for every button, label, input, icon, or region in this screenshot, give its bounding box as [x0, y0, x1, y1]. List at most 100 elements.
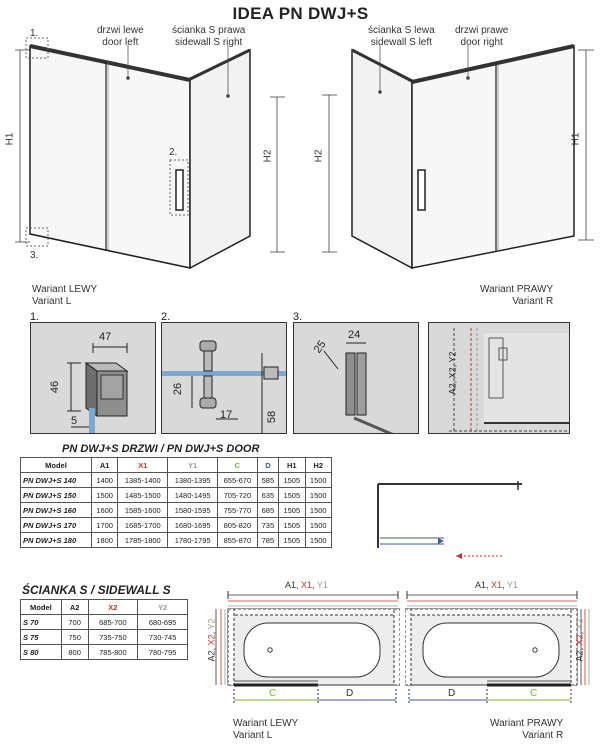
callout-2: 2. [169, 147, 178, 158]
side-table-title: ŚCIANKA S / SIDEWALL S [22, 583, 171, 597]
cell: 855-870 [217, 532, 258, 548]
cell: 1500 [304, 487, 333, 503]
cell-model: PN DWJ+S 170 [20, 517, 92, 533]
cabin-left-drawing [15, 37, 285, 270]
cell-model: PN DWJ+S 150 [20, 487, 92, 503]
table-row: PN DWJ+S 160 1600 1585-1600 1580-1595 75… [20, 502, 333, 518]
cell: 685 [256, 502, 280, 518]
dim-x2: X2 [574, 634, 585, 646]
bath-left-top-dim: A1, X1, Y1 [285, 579, 328, 591]
dim-a1: A1, [285, 580, 302, 590]
cell: 1500 [304, 532, 333, 548]
dim-h1-right: H1 [570, 132, 582, 146]
dim-x1: X1 [301, 580, 313, 590]
cell: 585 [256, 472, 280, 488]
door-col-d: D [256, 457, 280, 473]
door-col-c: C [217, 457, 258, 473]
cell: 1500 [304, 472, 333, 488]
dim-y1: Y1 [316, 580, 328, 590]
door-table-title: PN DWJ+S DRZWI / PN DWJ+S DOOR [62, 443, 260, 455]
cell-model: PN DWJ+S 160 [20, 502, 92, 518]
bath-right-side-dim: A2, X2, Y2 [573, 619, 585, 662]
cell: 700 [60, 614, 89, 630]
cell-model: PN DWJ+S 140 [20, 472, 92, 488]
dim-sep: , [502, 580, 507, 590]
door-col-h1: H1 [278, 457, 306, 473]
detail-4: A2, X2, Y2 [428, 322, 570, 434]
variant-left-bottom: Wariant LEWY Variant L [233, 718, 299, 741]
door-col-y1: Y1 [167, 457, 219, 473]
callout-3: 3. [30, 250, 39, 261]
cell-model: PN DWJ+S 180 [20, 532, 92, 548]
cell: 805-820 [217, 517, 258, 533]
label-door-left: drzwi lewe door left [97, 25, 144, 48]
detail-1-dim-c: 5 [71, 415, 78, 427]
cell-model: S 70 [20, 614, 62, 630]
cell: 1505 [278, 532, 306, 548]
side-col-a2: A2 [60, 599, 89, 615]
cell: 1700 [90, 517, 119, 533]
cell-model: S 80 [20, 644, 62, 660]
cell: 800 [60, 644, 89, 660]
cell: 1500 [304, 502, 333, 518]
side-col-model: Model [20, 599, 62, 615]
dim-h2-left: H2 [262, 149, 274, 163]
detail-1: 47 46 5 [30, 322, 156, 434]
bath-left-side-dim: A2, X2, Y2 [205, 619, 217, 662]
cell: 1380-1395 [167, 472, 219, 488]
door-table-header: Model A1 X1 Y1 C D H1 H2 [20, 457, 333, 473]
cell: 735-750 [87, 629, 139, 645]
cell: 1600 [90, 502, 119, 518]
detail-2-dim-c: 58 [266, 410, 279, 424]
cell: 1680-1695 [167, 517, 219, 533]
cell: 755-770 [217, 502, 258, 518]
detail-2-dim-a: 26 [172, 382, 185, 396]
door-col-x1: X1 [117, 457, 169, 473]
side-table-header: Model A2 X2 Y2 [20, 599, 188, 615]
bath-right-top-dim: A1, X1, Y1 [475, 579, 518, 591]
side-table: Model A2 X2 Y2 S 70 700 685-700 680-695 … [20, 599, 188, 660]
detail-3-number: 3. [293, 311, 303, 323]
door-col-model: Model [20, 457, 92, 473]
cell: 1580-1595 [167, 502, 219, 518]
door-col-h2: H2 [304, 457, 333, 473]
dim-a1: A1, [475, 580, 492, 590]
label-sidewall-left: ścianka S lewa sidewall S left [368, 25, 435, 48]
table-row: PN DWJ+S 170 1700 1685-1700 1680-1695 80… [20, 517, 333, 533]
table-row: S 80 800 785-800 780-795 [20, 644, 188, 660]
bath-left-dim-d: D [346, 688, 354, 699]
cell: 680-695 [137, 614, 188, 630]
cell: 1685-1700 [117, 517, 169, 533]
table-row: PN DWJ+S 150 1500 1485-1500 1480-1495 70… [20, 487, 333, 503]
cell: 1500 [90, 487, 119, 503]
cell: 1400 [90, 472, 119, 488]
cell: 1800 [90, 532, 119, 548]
bath-plan-left [215, 591, 400, 705]
table-row: S 70 700 685-700 680-695 [20, 614, 188, 630]
callout-1: 1. [30, 28, 39, 39]
table-row: PN DWJ+S 140 1400 1385-1400 1380-1395 65… [20, 472, 333, 488]
cell: 1505 [278, 487, 306, 503]
detail-2-number: 2. [161, 311, 171, 323]
dim-a2: A2, [574, 645, 585, 662]
label-sidewall-right: ścianka S prawa sidewall S right [172, 25, 246, 48]
detail-3: 25 24 [293, 322, 419, 434]
detail-4-dim-text: A2, X2, Y2 [447, 351, 458, 395]
cell: 1385-1400 [117, 472, 169, 488]
door-col-a1: A1 [90, 457, 119, 473]
cell: 685-700 [87, 614, 139, 630]
cell-model: S 75 [20, 629, 62, 645]
detail-3-dim-b: 24 [348, 329, 361, 341]
dim-x1: X1 [491, 580, 503, 590]
cell: 655-670 [217, 472, 258, 488]
door-table: Model A1 X1 Y1 C D H1 H2 PN DWJ+S 140 14… [20, 457, 333, 548]
detail-4-dim-label: A2, X2, Y2 [447, 352, 457, 395]
table-row: S 75 750 735-750 730-745 [20, 629, 188, 645]
cell: 635 [256, 487, 280, 503]
cell: 785 [256, 532, 280, 548]
dim-sep: , [574, 629, 585, 635]
dim-y2: Y2 [574, 618, 585, 630]
cell: 1500 [304, 517, 333, 533]
cell: 750 [60, 629, 89, 645]
bath-right-dim-d: D [448, 688, 456, 699]
